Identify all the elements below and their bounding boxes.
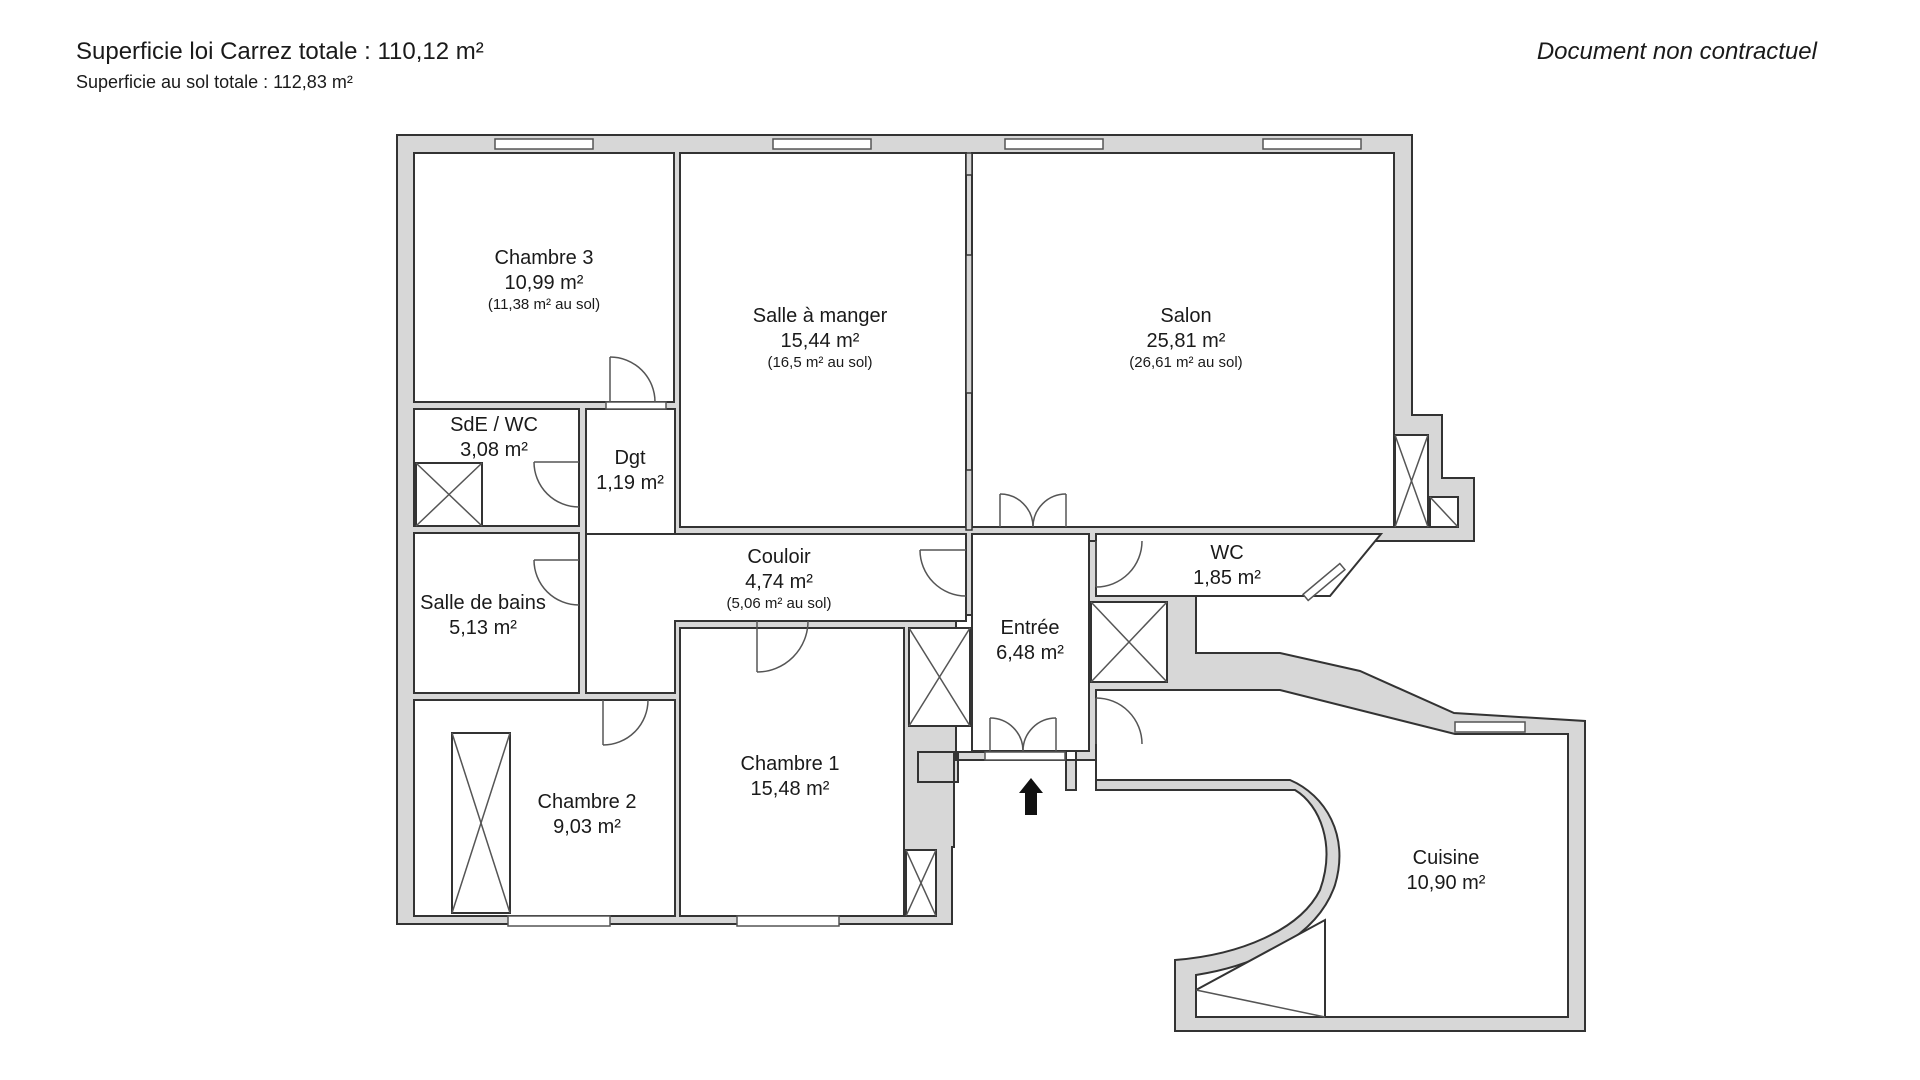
window — [1262, 138, 1362, 150]
partition-top — [965, 152, 973, 176]
label-cuisine-name: Cuisine — [1413, 847, 1480, 869]
room-entree — [971, 533, 1090, 752]
label-salon-name: Salon — [1160, 305, 1211, 327]
closet-chambre-2 — [451, 732, 511, 914]
window — [494, 138, 594, 150]
label-chambre-3-area: 10,99 m² — [505, 272, 584, 294]
closet-chambre-1-small — [905, 849, 937, 917]
window — [1454, 721, 1526, 733]
room-couloir — [585, 533, 967, 694]
label-chambre-1-area: 15,48 m² — [751, 778, 830, 800]
label-sde-wc-area: 3,08 m² — [460, 439, 528, 461]
label-chambre-3-floor: (11,38 m² au sol) — [488, 296, 600, 313]
label-couloir-area: 4,74 m² — [745, 571, 813, 593]
label-entree-name: Entrée — [1001, 617, 1060, 639]
room-cuisine — [1095, 689, 1569, 1018]
label-chambre-2-name: Chambre 2 — [538, 791, 637, 813]
entrance-arrow-icon — [1019, 778, 1043, 815]
closet-salon-corner — [1429, 496, 1459, 528]
label-chambre-3-name: Chambre 3 — [495, 247, 594, 269]
partition-bottom — [965, 469, 973, 531]
room-salle-a-manger — [679, 152, 967, 528]
closet-chambre-1 — [908, 627, 971, 727]
door-wc — [1095, 540, 1143, 588]
window — [1004, 138, 1104, 150]
label-couloir-name: Couloir — [747, 546, 811, 568]
label-chambre-2-area: 9,03 m² — [553, 816, 621, 838]
door-chambre-1 — [756, 620, 809, 673]
room-chambre-1 — [679, 627, 905, 917]
door-salle-de-bains — [533, 559, 580, 606]
total-floor-area: Superficie au sol totale : 112,83 m² — [76, 72, 353, 92]
closet-entree — [1090, 601, 1168, 683]
label-salon-floor: (26,61 m² au sol) — [1129, 354, 1242, 371]
closet-cuisine — [1195, 918, 1326, 1018]
door-chambre-3 — [609, 356, 656, 403]
door-cuisine — [1095, 697, 1143, 745]
total-carrez-area: Superficie loi Carrez totale : 110,12 m² — [76, 38, 484, 65]
label-salle-a-manger-floor: (16,5 m² au sol) — [767, 354, 872, 371]
door-salon — [999, 493, 1067, 528]
label-wc-name: WC — [1210, 542, 1243, 564]
door-entree — [989, 717, 1057, 752]
room-chambre-3 — [413, 152, 675, 403]
label-dgt-name: Dgt — [614, 447, 646, 469]
window — [507, 915, 611, 927]
label-sde-wc-name: SdE / WC — [450, 414, 538, 436]
window-wc — [1301, 562, 1347, 602]
door-couloir — [919, 549, 967, 597]
label-dgt-area: 1,19 m² — [596, 472, 664, 494]
door-sde-wc — [533, 461, 580, 508]
window — [772, 138, 872, 150]
label-salle-a-manger-area: 15,44 m² — [781, 330, 860, 352]
label-entree-area: 6,48 m² — [996, 642, 1064, 664]
room-salon — [971, 152, 1395, 528]
window — [605, 401, 667, 410]
label-chambre-1-name: Chambre 1 — [741, 753, 840, 775]
partition-middle — [965, 254, 973, 394]
label-couloir-floor: (5,06 m² au sol) — [726, 595, 831, 612]
label-cuisine-area: 10,90 m² — [1407, 872, 1486, 894]
label-wc-area: 1,85 m² — [1193, 567, 1261, 589]
label-salle-de-bains-area: 5,13 m² — [449, 617, 517, 639]
label-salon-area: 25,81 m² — [1147, 330, 1226, 352]
label-salle-a-manger-name: Salle à manger — [753, 305, 888, 327]
door-chambre-2 — [602, 699, 649, 746]
closet-salon — [1394, 434, 1429, 528]
disclaimer: Document non contractuel — [1536, 38, 1817, 65]
window — [736, 915, 840, 927]
closet-sde — [415, 462, 483, 527]
label-salle-de-bains-name: Salle de bains — [420, 592, 546, 614]
window-entree — [984, 751, 1066, 761]
